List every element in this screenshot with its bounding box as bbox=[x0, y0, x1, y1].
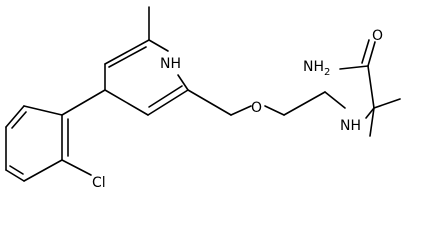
bond-ph-6-1 bbox=[23, 105, 63, 116]
bond-ring-c6-c5 bbox=[104, 39, 150, 65]
bond-ch2-nh bbox=[324, 91, 346, 109]
bond-carbonyl-o bbox=[367, 41, 376, 67]
bond-ring-c6-c5-double bbox=[108, 46, 147, 68]
amine-nitrogen-label: NH bbox=[340, 118, 361, 134]
atom-labels: NH O NH O NH2 Cl bbox=[92, 28, 383, 190]
bond-lines bbox=[5, 6, 401, 182]
ether-oxygen-label: O bbox=[251, 100, 262, 116]
amide-nitrogen-label: NH2 bbox=[303, 59, 330, 78]
bond-carbonyl-n bbox=[339, 65, 369, 70]
carbonyl-oxygen-label: O bbox=[372, 28, 383, 44]
bond-ph-3-4-double bbox=[9, 165, 24, 175]
bond-o-ch2 bbox=[264, 105, 285, 116]
bond-nh-cq bbox=[365, 107, 375, 119]
bond-ring-c3-c2 bbox=[147, 89, 189, 116]
chemical-structure-diagram: NH O NH O NH2 Cl bbox=[5, 6, 401, 190]
bond-ring-n-c2 bbox=[177, 74, 189, 91]
bond-ph-3-4 bbox=[5, 169, 25, 182]
amide-nh-text: NH bbox=[303, 59, 324, 75]
amide-subscript-2: 2 bbox=[324, 67, 330, 78]
bond-ring-c6-n bbox=[148, 39, 169, 52]
ring-nitrogen-label: NH bbox=[160, 56, 181, 72]
bond-ph-2-cl bbox=[61, 159, 92, 176]
bond-c4-phenyl bbox=[61, 89, 106, 116]
chlorine-label: Cl bbox=[92, 175, 106, 190]
bond-ch2-ch2 bbox=[283, 91, 326, 116]
bond-ring-c4-c3 bbox=[104, 89, 149, 116]
bond-ring-c3-c2-double bbox=[148, 85, 183, 108]
bond-ph-2-3 bbox=[23, 159, 63, 182]
bond-carbonyl-o-double bbox=[361, 39, 370, 64]
bond-cq-methyl-b bbox=[373, 98, 401, 109]
bond-ch2-o bbox=[230, 105, 252, 116]
bond-c2-ch2 bbox=[187, 89, 232, 116]
bond-ph-5-6-double bbox=[11, 111, 27, 129]
bond-ph-5-6 bbox=[5, 105, 25, 128]
bond-cq-carbonyl bbox=[367, 65, 375, 109]
bond-cq-methyl-a bbox=[369, 107, 375, 137]
